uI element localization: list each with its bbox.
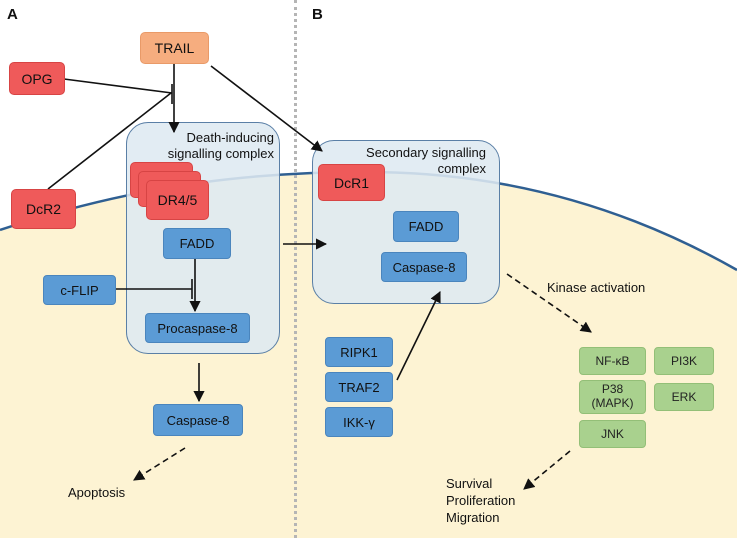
adaptors-to-caspase-arrow	[396, 290, 441, 381]
jnk: JNK	[579, 420, 646, 448]
secondary-complex-title-line1: Secondary signalling	[366, 145, 486, 160]
erk: ERK	[654, 383, 714, 411]
trail-to-dcr1-arrow	[210, 65, 323, 152]
p38-mapk: P38 (MAPK)	[579, 380, 646, 414]
panel-divider	[294, 0, 297, 538]
disc-title-line2: signalling complex	[167, 146, 274, 162]
traf2: TRAF2	[325, 372, 393, 402]
fadd-disc: FADD	[163, 228, 231, 259]
kinases-to-outcomes-arrow	[523, 450, 571, 490]
procaspase-8: Procaspase-8	[145, 313, 250, 343]
secondary-complex-title: Secondary signalling complex	[330, 145, 486, 178]
caspase-8-secondary: Caspase-8	[381, 252, 467, 282]
pi3k: PI3K	[654, 347, 714, 375]
trail-ligand: TRAIL	[140, 32, 209, 64]
dr45-receptor: DR4/5	[146, 180, 209, 220]
panel-label-b: B	[312, 6, 323, 23]
secondary-complex-title-line2: complex	[437, 161, 486, 177]
panel-label-a: A	[7, 6, 18, 23]
dcr1-receptor: DcR1	[318, 164, 385, 201]
p38-label: P38	[601, 382, 624, 397]
kinase-activation-label: Kinase activation	[547, 280, 646, 295]
ripk1: RIPK1	[325, 337, 393, 367]
dcr2-inhibition-line	[47, 92, 172, 190]
ikk-gamma: IKK-γ	[325, 407, 393, 437]
opg-decoy: OPG	[9, 62, 65, 95]
proliferation-label: Proliferation	[446, 492, 516, 508]
mapk-label: (MAPK)	[591, 396, 634, 410]
disc-title-line1: Death-inducing	[186, 130, 274, 145]
kinase-activation-arrow	[506, 273, 592, 333]
apoptosis-label: Apoptosis	[68, 485, 126, 500]
outcomes-label: Survival Proliferation Migration	[446, 476, 515, 527]
migration-label: Migration	[446, 509, 500, 525]
disc-title: Death-inducing signalling complex	[140, 130, 274, 163]
nf-kb: NF-κB	[579, 347, 646, 375]
cflip: c-FLIP	[43, 275, 116, 305]
dcr2-receptor: DcR2	[11, 189, 76, 229]
opg-inhibition-line	[63, 78, 173, 94]
survival-label: Survival	[446, 476, 493, 491]
caspase-8-active: Caspase-8	[153, 404, 243, 436]
caspase-to-apoptosis-arrow	[133, 447, 186, 481]
fadd-secondary: FADD	[393, 211, 459, 242]
